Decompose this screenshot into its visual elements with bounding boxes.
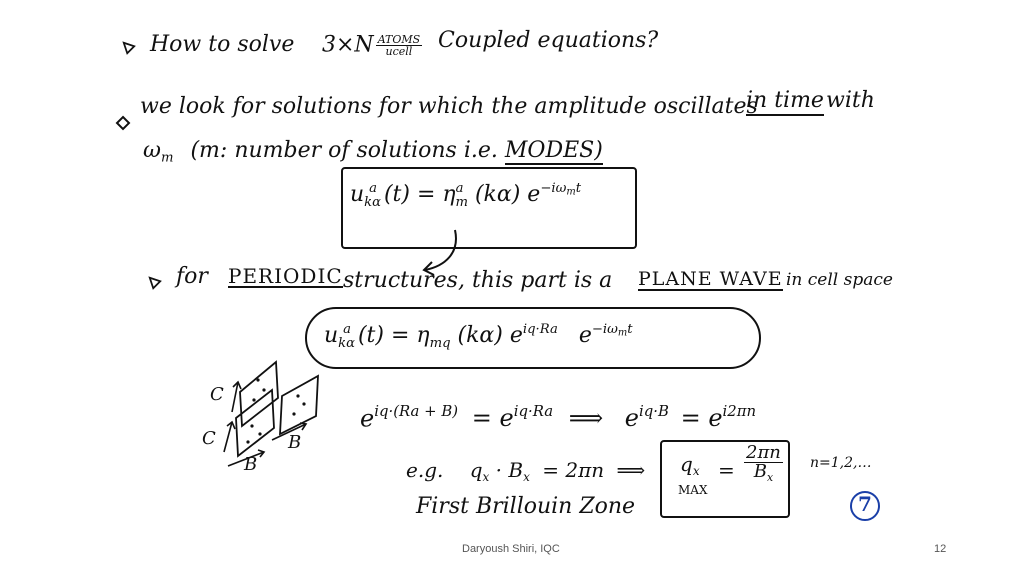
line2-text: we look for solutions for which the ampl… <box>140 94 758 119</box>
box-q: qx <box>680 452 700 479</box>
line2-in-time: in time <box>746 90 824 116</box>
equation4: e.g. qx · Bx = 2πn ⟹ <box>406 458 646 485</box>
equation2-oval <box>305 307 761 369</box>
diagram-b-right: B <box>288 432 302 453</box>
line1-prefix: How to solve <box>150 32 295 57</box>
triangle-bullet-icon <box>122 41 136 55</box>
first-brillouin-zone-label: First Brillouin Zone <box>416 494 636 519</box>
footer-author: Daryoush Shiri, IQC <box>462 543 560 555</box>
modes-label: MODES) <box>504 138 603 165</box>
diagram-c-top: C <box>210 384 224 405</box>
line3: ωm (m: number of solutions i.e. MODES) <box>143 138 603 166</box>
diagram-b-left: B <box>244 454 258 475</box>
line2-with: with <box>826 88 875 113</box>
ucell-label: ucell <box>385 45 413 58</box>
box-max: MAX <box>678 483 708 497</box>
diagram-c-bottom: C <box>202 428 216 449</box>
equation2: ukαa (t) = ηmq (kα) eiq·Ra e−iωmt <box>324 322 633 351</box>
footer-page-number: 12 <box>934 543 947 555</box>
result-box <box>660 440 790 518</box>
diamond-bullet-icon <box>115 115 131 131</box>
circled-number-icon <box>850 491 880 521</box>
box-equals: = <box>718 458 735 482</box>
plane-wave-label: PLANE WAVE <box>638 268 783 291</box>
line4-suffix: in cell space <box>786 270 893 290</box>
periodic-label: PERIODIC <box>228 264 343 288</box>
equation3: eiq·(Ra + B) = eiq·Ra ⟹ eiq·B = ei2πn <box>360 402 757 433</box>
line4-text: structures, this part is a <box>343 268 613 293</box>
equation1: ukαa (t) = ηam (kα) e−iωmt <box>350 181 582 210</box>
line1-suffix: Coupled equations? <box>438 28 659 53</box>
circled-number: 7 <box>858 492 872 516</box>
connector-arrow-icon <box>422 229 457 276</box>
lattice-cells-diagram <box>223 360 319 467</box>
equation1-box <box>341 167 637 249</box>
triangle-bullet-icon-2 <box>148 276 162 290</box>
atoms-label: ATOMS <box>375 33 423 46</box>
n-values: n=1,2,… <box>810 455 872 471</box>
line4-prefix: for <box>176 264 208 289</box>
